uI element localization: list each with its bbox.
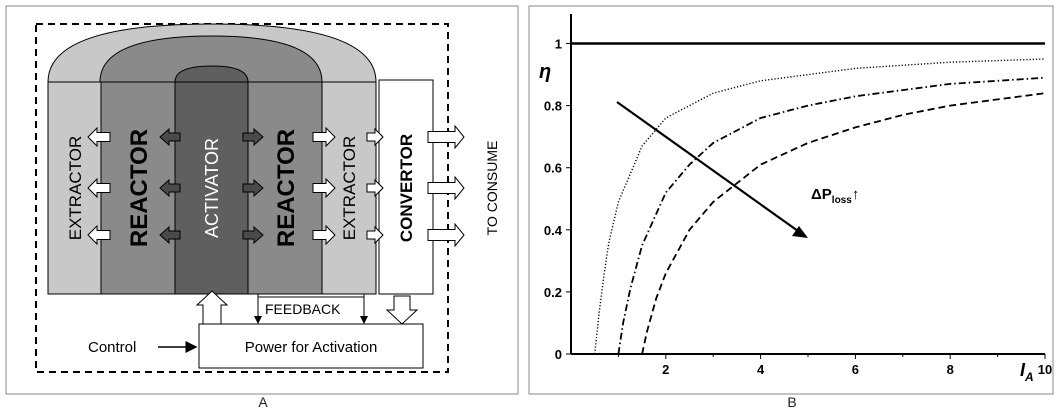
flow-arrow-right-outer bbox=[312, 126, 336, 148]
activation-up-arrow bbox=[195, 290, 229, 326]
x-tick-label: 2 bbox=[662, 362, 669, 377]
reactor-right-label: REACTOR bbox=[273, 129, 300, 247]
flow-arrow-to-convertor bbox=[366, 127, 384, 147]
flow-arrow-left-outer bbox=[87, 224, 111, 246]
x-tick-label: 4 bbox=[757, 362, 765, 377]
flow-arrow-to-consume bbox=[427, 222, 465, 248]
flow-arrow-left-outer bbox=[87, 126, 111, 148]
activator-label: ACTIVATOR bbox=[202, 138, 222, 238]
panel-b-chart: 0 0.2 0.4 0.6 0.8 1 2 4 6 8 10 η IA ΔPloss↑ bbox=[528, 5, 1054, 395]
power-label: Power for Activation bbox=[245, 339, 378, 356]
loss-trend-arrow bbox=[616, 101, 806, 237]
series-line-dashed bbox=[641, 92, 1046, 355]
y-tick-label: 0.2 bbox=[544, 285, 562, 300]
convertor-block bbox=[378, 79, 434, 295]
panel-b-caption: B bbox=[787, 394, 797, 410]
flow-arrow-to-convertor bbox=[366, 225, 384, 245]
chart-series bbox=[571, 42, 1046, 355]
feedback-label: FEEDBACK bbox=[265, 301, 341, 317]
flow-arrow-right-outer bbox=[312, 177, 336, 199]
system-boundary bbox=[35, 23, 449, 373]
flow-arrow-left-inner bbox=[159, 178, 181, 198]
chart-ticks: 0 0.2 0.4 0.6 0.8 1 2 4 6 8 10 bbox=[544, 37, 1052, 377]
loss-annotation-sub: loss bbox=[832, 195, 852, 206]
x-axis-label-main: I bbox=[1020, 360, 1026, 380]
flow-arrow-to-convertor bbox=[366, 178, 384, 198]
control-label: Control bbox=[88, 339, 136, 356]
flow-arrows bbox=[87, 124, 465, 248]
extractor-left-label: EXTRACTOR bbox=[66, 136, 85, 241]
series-line-dash-dot bbox=[617, 76, 1046, 355]
x-axis-label-sub: A bbox=[1024, 370, 1034, 384]
x-axis-label: IA bbox=[1020, 360, 1034, 384]
panel-a-diagram: EXTRACTOR REACTOR ACTIVATOR REACTOR EXTR… bbox=[5, 5, 519, 395]
loss-annotation-arrow: ↑ bbox=[852, 186, 860, 203]
flow-arrow-left-inner bbox=[159, 225, 181, 245]
panel-b-frame bbox=[528, 5, 1054, 395]
y-tick-label: 0.4 bbox=[544, 223, 563, 238]
activator-dome bbox=[174, 65, 249, 83]
loss-trend-arrowhead bbox=[792, 226, 808, 238]
series-line-dotted bbox=[594, 58, 1046, 355]
panel-a-caption: A bbox=[258, 394, 268, 410]
extractor-right-label: EXTRACTOR bbox=[340, 136, 359, 241]
flow-arrow-right-inner bbox=[242, 127, 264, 147]
flow-arrow-left-outer bbox=[87, 177, 111, 199]
y-tick-label: 0.8 bbox=[544, 99, 562, 114]
convertor-down-arrow bbox=[385, 295, 419, 325]
y-tick-label: 1 bbox=[555, 37, 562, 52]
x-tick-label: 10 bbox=[1038, 362, 1052, 377]
flow-arrow-left-inner bbox=[159, 127, 181, 147]
y-tick-label: 0.6 bbox=[544, 161, 562, 176]
flow-arrow-right-inner bbox=[242, 178, 264, 198]
power-box bbox=[198, 323, 424, 369]
to-consume-label: TO CONSUME bbox=[484, 141, 500, 236]
reactor-left-label: REACTOR bbox=[126, 129, 153, 247]
x-tick-label: 8 bbox=[947, 362, 954, 377]
flow-arrow-right-inner bbox=[242, 225, 264, 245]
x-tick-label: 6 bbox=[852, 362, 859, 377]
flow-arrow-to-consume bbox=[427, 175, 465, 201]
y-tick-label: 0 bbox=[555, 347, 562, 362]
loss-annotation: ΔPloss↑ bbox=[811, 186, 859, 206]
flow-arrow-right-outer bbox=[312, 224, 336, 246]
flow-arrow-to-consume bbox=[427, 124, 465, 150]
y-axis-label: η bbox=[539, 61, 551, 83]
loss-annotation-main: ΔP bbox=[811, 186, 832, 203]
convertor-label: CONVERTOR bbox=[397, 134, 416, 242]
reactor-dome bbox=[99, 35, 323, 83]
